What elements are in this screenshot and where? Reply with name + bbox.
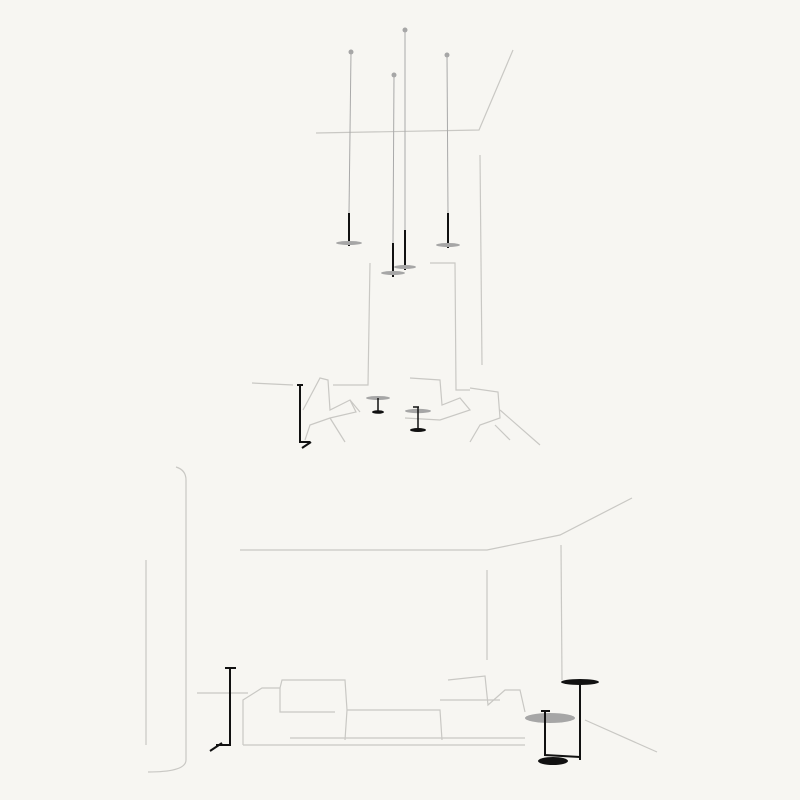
side-table xyxy=(366,396,390,414)
room-sketch-lines xyxy=(251,49,541,446)
upper-scene xyxy=(251,27,541,449)
pendant-light xyxy=(394,27,416,270)
room-sketch-lines xyxy=(145,466,658,773)
pendant-light xyxy=(336,49,362,246)
pendant-light xyxy=(381,72,405,277)
pendant-light xyxy=(436,52,460,248)
floor-lamp xyxy=(297,384,312,449)
side-table xyxy=(405,406,431,432)
nesting-side-tables xyxy=(525,679,599,765)
floor-lamp xyxy=(209,667,236,752)
lower-scene xyxy=(145,466,658,773)
